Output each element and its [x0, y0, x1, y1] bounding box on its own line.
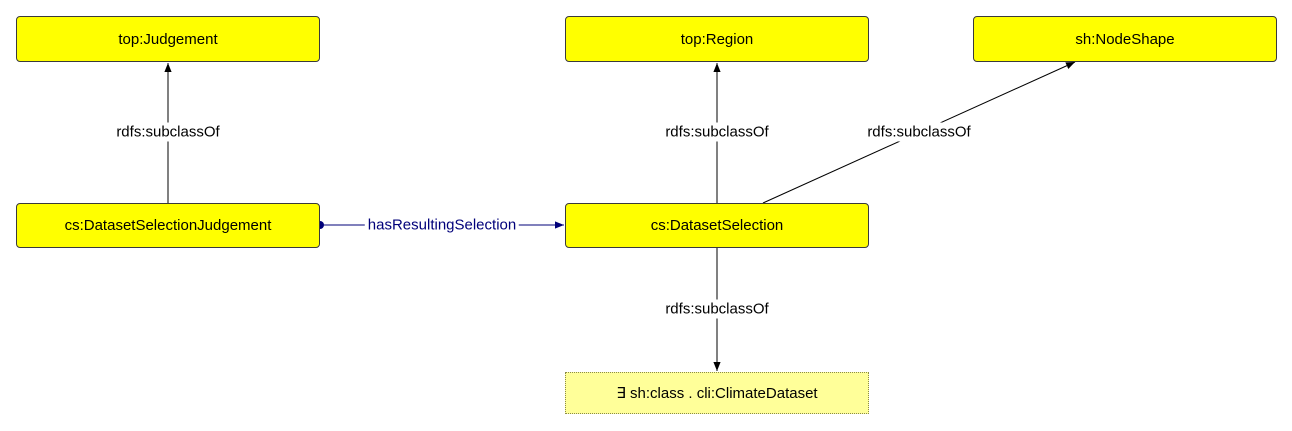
node-label: cs:DatasetSelection — [650, 217, 784, 234]
node-sh-nodeshape[interactable]: sh:NodeShape — [973, 16, 1277, 62]
node-cs-dataset-selection-judgement[interactable]: cs:DatasetSelectionJudgement — [16, 203, 320, 248]
node-restriction-climate-dataset[interactable]: ∃ sh:class . cli:ClimateDataset — [565, 372, 869, 414]
edge-label-subclass: rdfs:subclassOf — [662, 299, 772, 319]
edge-label-has-resulting-selection: hasResultingSelection — [364, 215, 520, 235]
node-label: cs:DatasetSelectionJudgement — [64, 217, 272, 234]
edge-label-subclass: rdfs:subclassOf — [113, 122, 223, 142]
node-label: top:Judgement — [118, 30, 218, 48]
node-label: sh:NodeShape — [1075, 30, 1175, 48]
node-cs-dataset-selection[interactable]: cs:DatasetSelection — [565, 203, 869, 248]
edge-label-subclass: rdfs:subclassOf — [662, 122, 772, 142]
node-label: top:Region — [680, 30, 754, 48]
edge-label-subclass: rdfs:subclassOf — [864, 122, 974, 142]
node-top-judgement[interactable]: top:Judgement — [16, 16, 320, 62]
node-top-region[interactable]: top:Region — [565, 16, 869, 62]
node-label: ∃ sh:class . cli:ClimateDataset — [616, 385, 818, 402]
